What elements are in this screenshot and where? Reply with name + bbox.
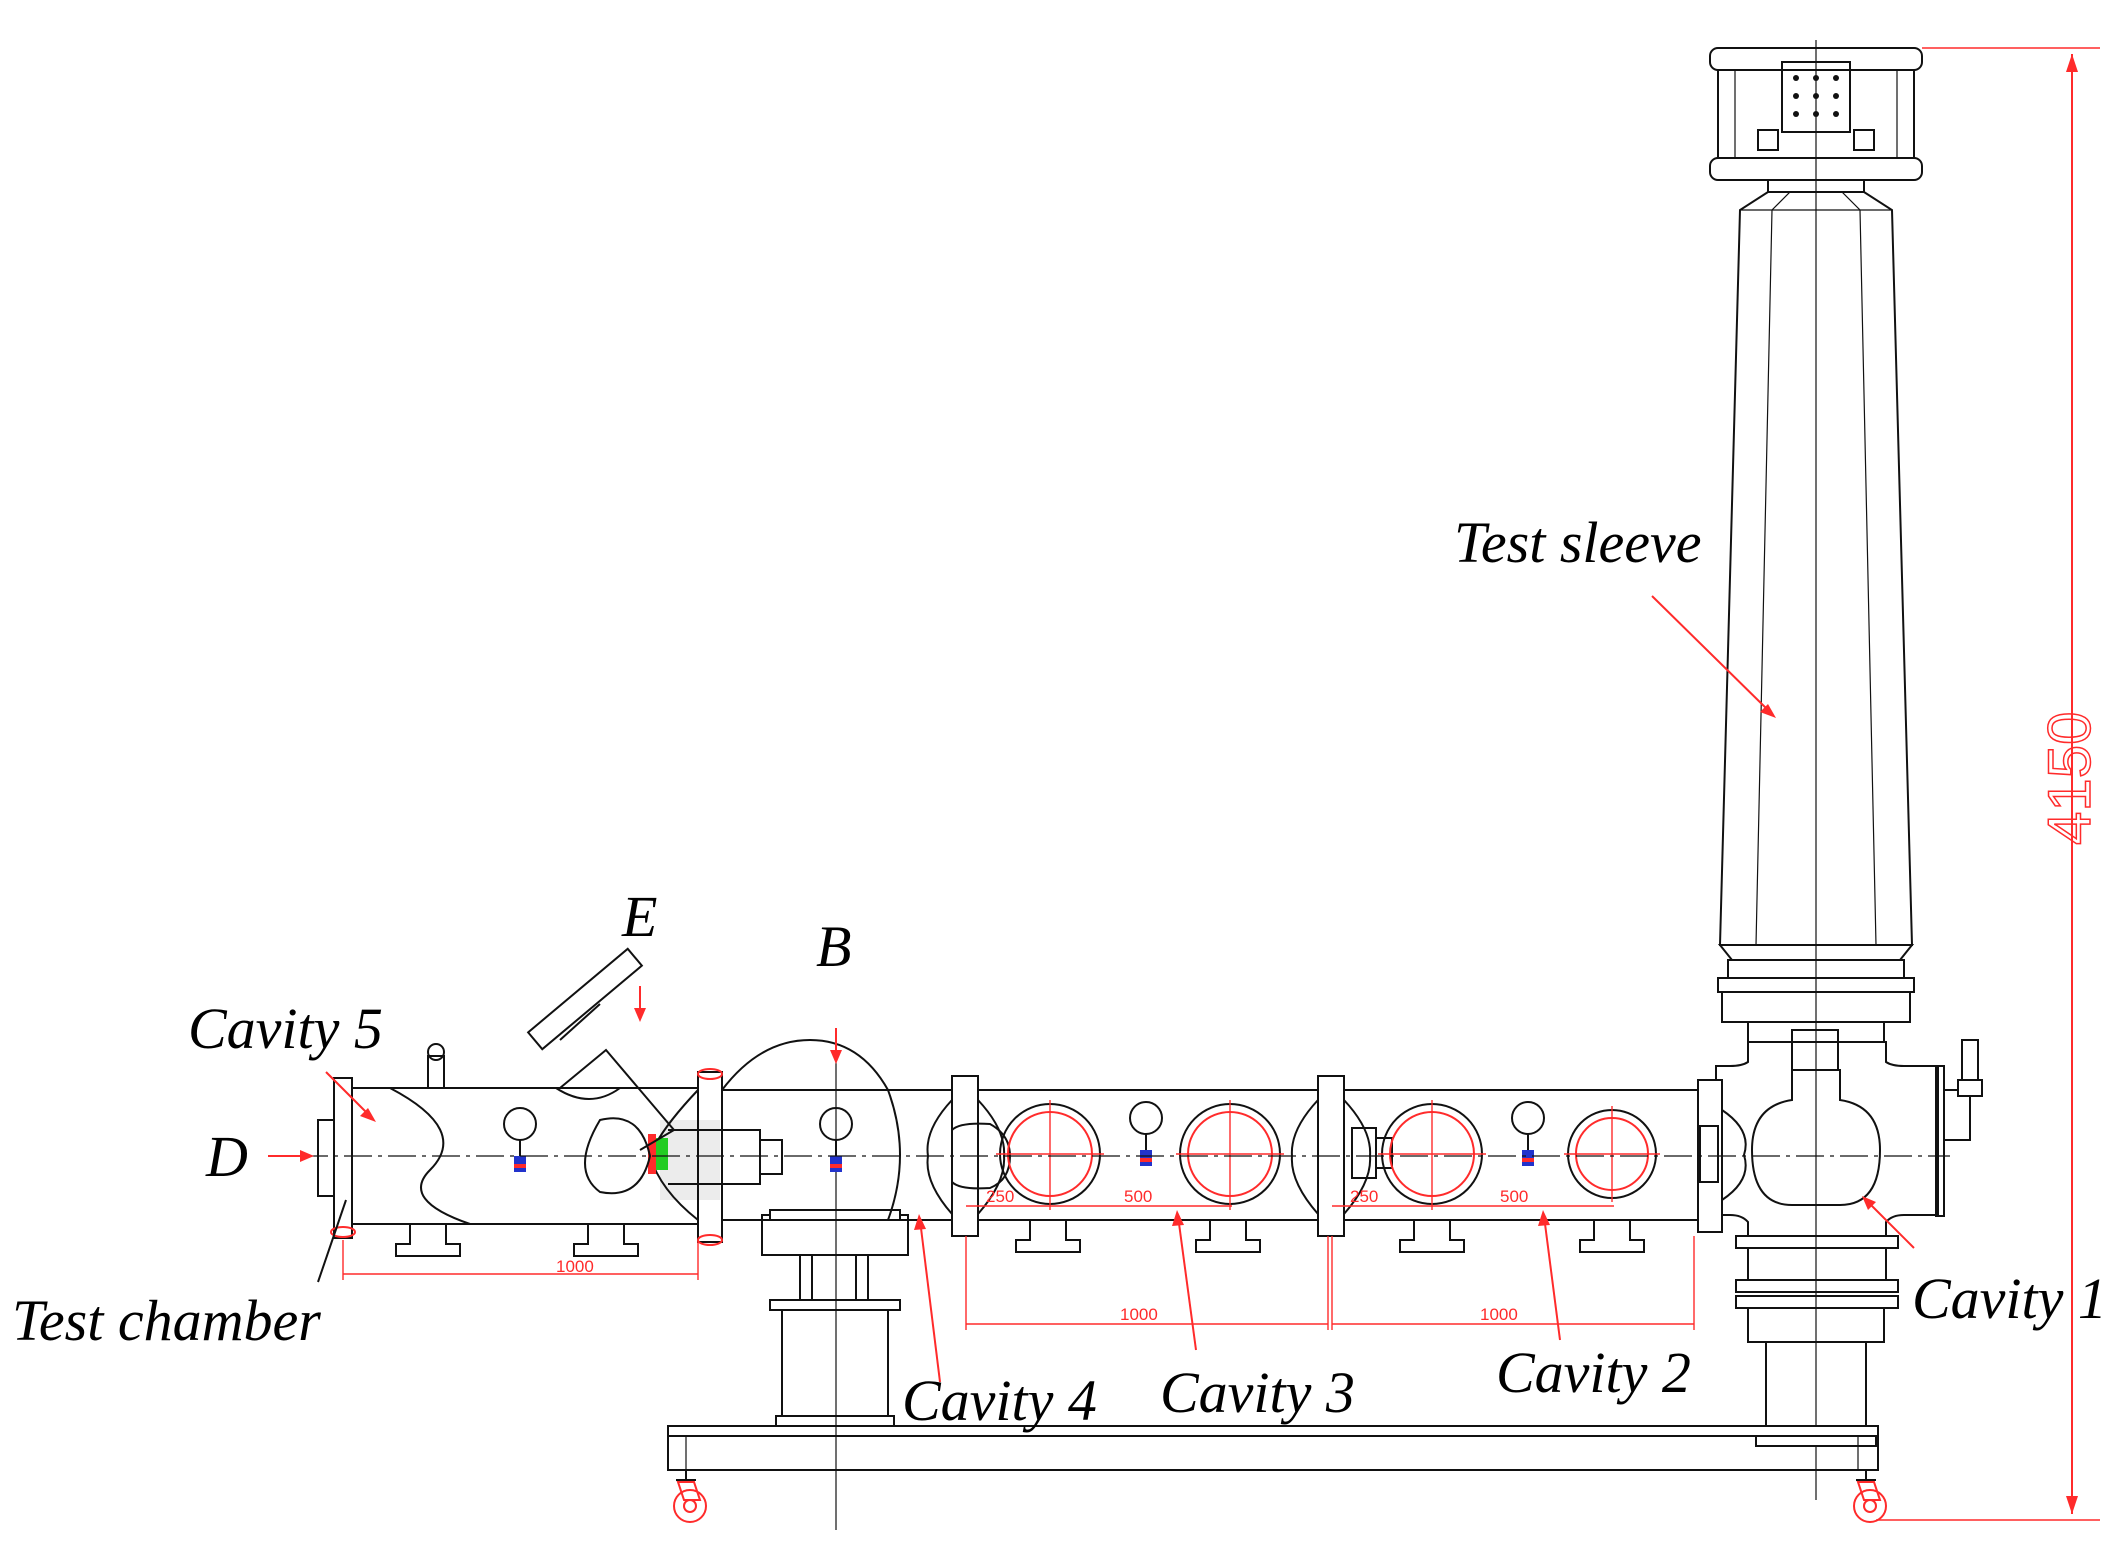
label-test-chamber: Test chamber bbox=[12, 1288, 321, 1353]
test-chamber bbox=[317, 947, 723, 1257]
label-test-sleeve: Test sleeve bbox=[1454, 510, 1702, 575]
label-e: E bbox=[621, 884, 657, 949]
partition-valve bbox=[648, 1071, 783, 1243]
label-cavity-5: Cavity 5 bbox=[188, 996, 383, 1061]
dimension-cavity-2: 1000 250 500 bbox=[1331, 1187, 1695, 1330]
label-cavity-1: Cavity 1 bbox=[1912, 1266, 2107, 1331]
cavity-3-windows bbox=[996, 1100, 1284, 1253]
dimension-test-chamber: 1000 bbox=[342, 1240, 699, 1280]
label-d: D bbox=[205, 1124, 248, 1189]
base-frame bbox=[667, 1425, 1887, 1523]
dimension-500-cavity-2: 500 bbox=[1500, 1187, 1528, 1206]
caster-left bbox=[673, 1470, 707, 1523]
dimension-1000-cavity-2: 1000 bbox=[1480, 1305, 1518, 1324]
dimension-cavity-3: 1000 250 500 bbox=[965, 1187, 1329, 1330]
cavity-2-windows bbox=[1378, 1100, 1660, 1253]
cavity-4-region bbox=[710, 1089, 901, 1221]
label-b: B bbox=[816, 914, 851, 979]
label-cavity-3: Cavity 3 bbox=[1160, 1360, 1355, 1425]
port-e bbox=[526, 947, 676, 1151]
dimension-1000-test-chamber: 1000 bbox=[556, 1257, 594, 1276]
test-sleeve bbox=[1709, 40, 1923, 1500]
dimension-total-height: 4150 bbox=[1876, 47, 2104, 1521]
label-cavity-2: Cavity 2 bbox=[1496, 1340, 1691, 1405]
dimension-500-cavity-3: 500 bbox=[1124, 1187, 1152, 1206]
central-support bbox=[761, 1060, 909, 1530]
annotation-arrows bbox=[268, 595, 1915, 1383]
dimension-4150-label: 4150 bbox=[2036, 712, 2103, 845]
cavity-1-enclosure bbox=[1715, 1029, 1983, 1447]
caster-right bbox=[1853, 1470, 1887, 1523]
dimension-250-cavity-3: 250 bbox=[986, 1187, 1014, 1206]
label-cavity-4: Cavity 4 bbox=[902, 1368, 1097, 1433]
dimension-250-cavity-2: 250 bbox=[1350, 1187, 1378, 1206]
dimension-1000-cavity-3: 1000 bbox=[1120, 1305, 1158, 1324]
